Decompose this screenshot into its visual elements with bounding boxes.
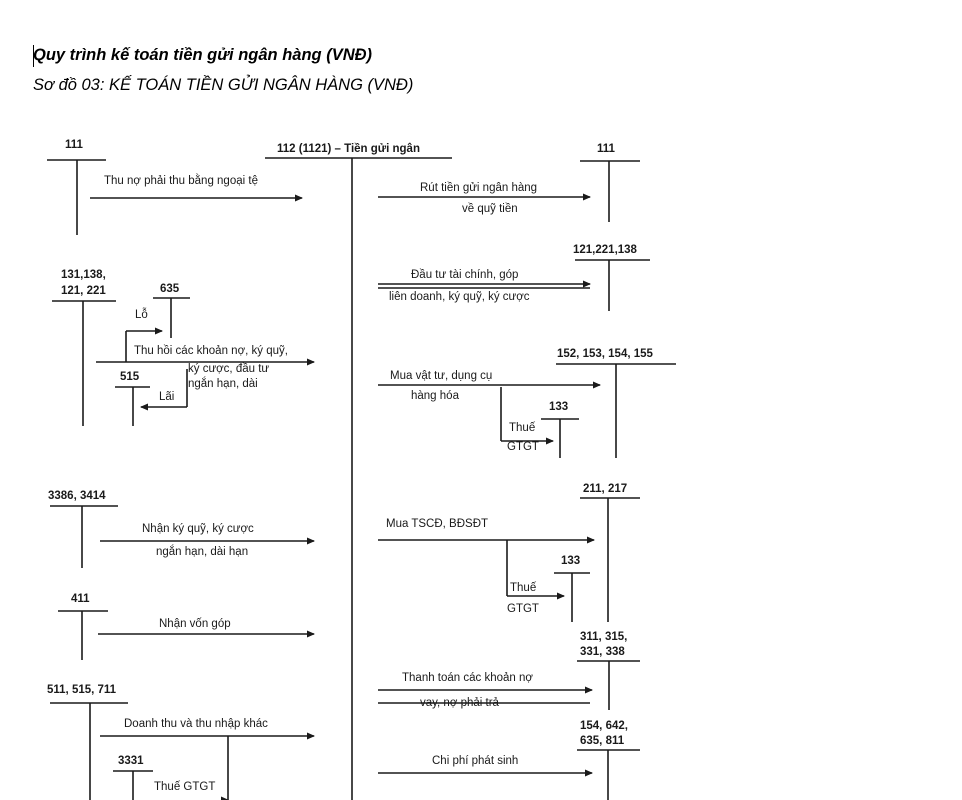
label-nhan-von: Nhận vốn góp [159, 618, 231, 630]
acct-131-line1: 131,138, [61, 269, 106, 281]
acct-3386: 3386, 3414 [48, 490, 106, 502]
connector-lines [125, 287, 590, 800]
label-doanh-thu: Doanh thu và thu nhập khác [124, 718, 268, 730]
t-account-131 [52, 300, 116, 426]
label-chi-phi: Chi phí phát sinh [432, 755, 518, 767]
acct-635: 635 [160, 283, 180, 295]
t-account-154 [577, 749, 640, 800]
acct-133b: 133 [561, 555, 580, 567]
acct-152: 152, 153, 154, 155 [557, 348, 654, 360]
acct-111-left: 111 [65, 139, 84, 151]
t-account-121 [575, 259, 650, 311]
page-title: Quy trình kế toán tiền gửi ngân hàng (VN… [33, 46, 373, 64]
label-dau-tu-2: liên doanh, ký quỹ, ký cược [389, 291, 530, 303]
label-rut-tien-1: Rút tiền gửi ngân hàng [420, 182, 537, 194]
acct-511: 511, 515, 711 [47, 684, 117, 696]
label-thue-1: Thuế [509, 422, 536, 434]
acct-111-right: 111 [597, 143, 616, 155]
t-account-152 [556, 363, 676, 458]
label-gtgt-1: GTGT [507, 441, 539, 453]
label-thu-hoi-1: Thu hồi các khoản nợ, ký quỹ, [134, 345, 288, 357]
t-account-111-left [47, 159, 106, 235]
t-account-133a [541, 418, 579, 458]
t-account-112 [265, 157, 452, 800]
acct-211: 211, 217 [583, 483, 627, 495]
diagram-caption: Sơ đồ 03: KẾ TOÁN TIỀN GỬI NGÂN HÀNG (VN… [33, 76, 414, 94]
t-account-311 [577, 660, 640, 710]
t-account-511 [50, 702, 128, 800]
text-cursor [33, 45, 34, 67]
acct-515: 515 [120, 371, 140, 383]
acct-154-line1: 154, 642, [580, 720, 628, 732]
acct-154-line2: 635, 811 [580, 735, 625, 747]
label-lo: Lỗ [135, 308, 148, 321]
acct-131-line2: 121, 221 [61, 285, 106, 297]
label-thu-hoi-3: ngắn hạn, dài [188, 377, 258, 390]
t-account-133b [554, 572, 590, 622]
label-thu-no: Thu nợ phải thu bằng ngoại tệ [104, 174, 258, 187]
label-thue-gtgt-left: Thuế GTGT [154, 781, 215, 793]
label-nhan-ky-quy-2: ngắn hạn, dài hạn [156, 545, 248, 558]
t-account-635 [153, 297, 190, 338]
acct-121: 121,221,138 [573, 244, 638, 256]
acct-133a: 133 [549, 401, 568, 413]
acct-3331: 3331 [118, 755, 144, 767]
label-rut-tien-2: về quỹ tiền [462, 203, 518, 215]
label-dau-tu-1: Đầu tư tài chính, góp [411, 269, 518, 281]
t-account-411 [58, 610, 108, 660]
t-account-211 [580, 497, 640, 622]
label-mua-tscd: Mua TSCĐ, BĐSĐT [386, 518, 488, 530]
acct-311-line2: 331, 338 [580, 646, 625, 658]
label-thue-2: Thuế [510, 582, 537, 594]
label-nhan-ky-quy-1: Nhận ký quỹ, ký cược [142, 523, 254, 535]
label-gtgt-2: GTGT [507, 603, 539, 615]
acct-112-center: 112 (1121) – Tiền gửi ngân [277, 143, 420, 155]
label-thanh-toan-2: vay, nợ phải trả [420, 697, 500, 709]
label-thanh-toan-1: Thanh toán các khoản nợ [402, 672, 533, 684]
t-account-3331 [113, 770, 153, 800]
t-account-3386 [50, 505, 118, 568]
acct-411: 411 [71, 593, 90, 605]
label-lai: Lãi [159, 391, 174, 403]
label-mua-vat-tu-2: hàng hóa [411, 390, 460, 402]
label-mua-vat-tu-1: Mua vật tư, dụng cụ [390, 370, 492, 382]
label-thu-hoi-2: ký cược, đầu tư [188, 363, 269, 375]
acct-311-line1: 311, 315, [580, 631, 627, 643]
t-account-111-right [580, 160, 640, 222]
t-account-515 [115, 386, 150, 426]
